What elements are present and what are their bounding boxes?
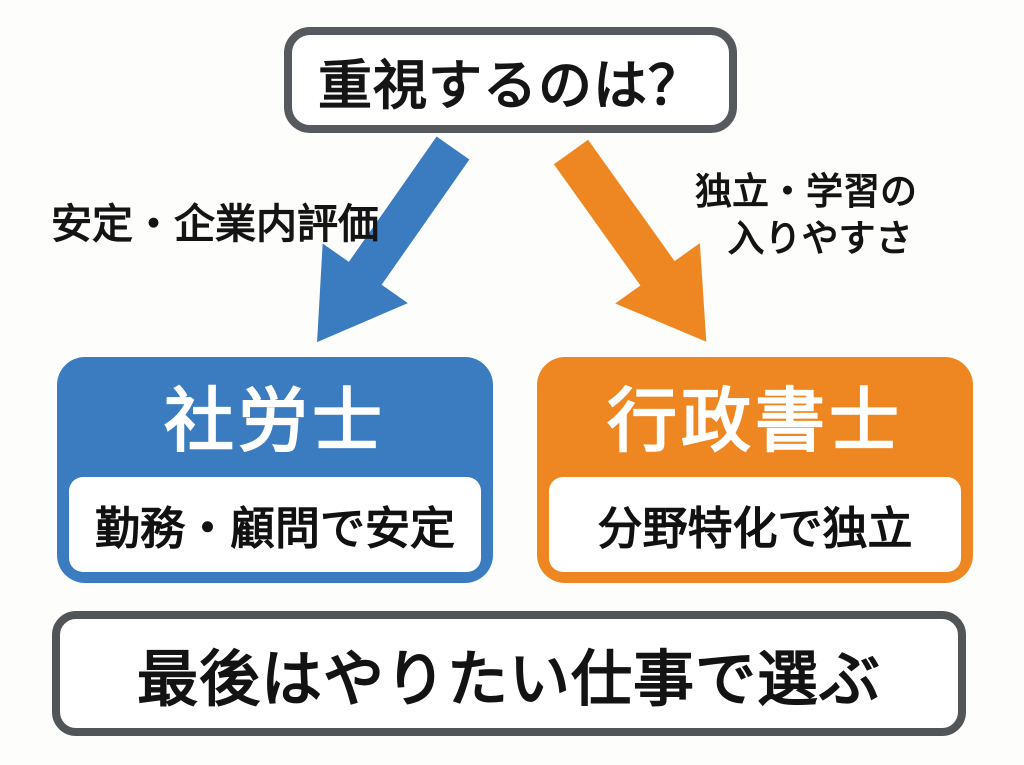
gyouseishoshi-subtitle: 分野特化で独立 (549, 477, 961, 572)
right-criteria-label: 独立・学習の 入りやすさ (660, 168, 952, 262)
right-criteria-line1: 独立・学習の (695, 171, 917, 212)
gyouseishoshi-title: 行政書士 (607, 381, 903, 460)
right-criteria-line2: 入りやすさ (727, 218, 913, 259)
sharoushi-subtitle: 勤務・顧問で安定 (69, 477, 481, 572)
left-criteria-label: 安定・企業内評価 (51, 201, 379, 247)
sharoushi-option-card: 社労士 勤務・顧問で安定 (57, 357, 493, 583)
sharoushi-title: 社労士 (164, 381, 386, 460)
conclusion-box: 最後はやりたい仕事で選ぶ (52, 611, 966, 736)
question-box: 重視するのは？ (284, 27, 737, 133)
gyouseishoshi-option-card: 行政書士 分野特化で独立 (537, 357, 973, 583)
question-text: 重視するのは？ (318, 55, 703, 116)
conclusion-text: 最後はやりたい仕事で選ぶ (136, 645, 881, 713)
